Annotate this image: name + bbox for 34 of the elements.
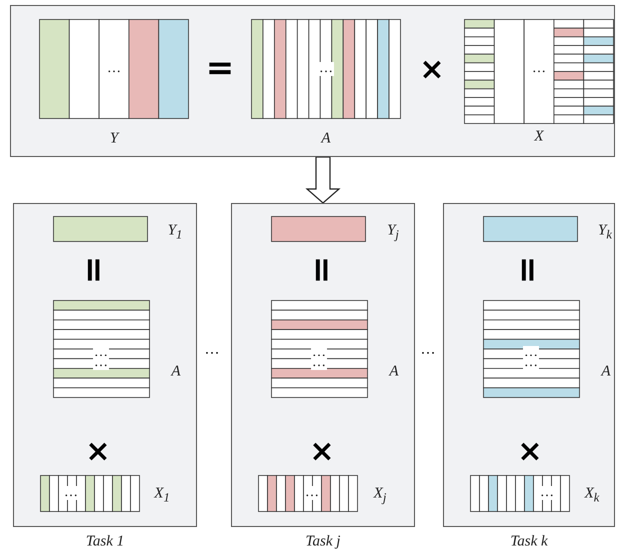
equals-sign: = [305,256,339,284]
ellipsis: … [311,356,327,370]
matrix-label: A [601,364,611,380]
ellipsis: … [539,486,555,500]
equals-sign: = [77,256,111,284]
matrix-label: X$_{k}$ [584,486,600,504]
matrix-label: Y$_{k}$ [598,223,612,241]
ellipsis: … [93,356,109,370]
times-sign: × [85,437,111,467]
matrix-label: Y [110,132,118,146]
matrix-label: X [534,130,544,144]
ellipsis: … [304,486,320,500]
panel-background [10,5,615,157]
panel-title: Task 1 [86,534,124,550]
matrix-label: A [321,132,331,146]
matrix-label: A [171,364,181,380]
block-arrow [305,156,341,204]
ellipsis: … [523,356,539,370]
matrix-label: X$_{1}$ [154,486,170,504]
times-sign: × [517,437,543,467]
panel-title: Task k [510,534,548,550]
ellipsis: … [204,342,220,358]
ellipsis: … [318,62,334,76]
times-sign: × [309,437,335,467]
matrix-label: Y$_{1}$ [168,223,182,241]
equals-sign: = [511,256,545,284]
times-sign: × [419,55,445,85]
equals-sign: = [206,51,234,85]
panel-title: Task j [306,534,340,550]
matrix-label: Y$_{j}$ [387,223,399,241]
ellipsis: … [63,486,79,500]
matrix-label: X$_{j}$ [374,486,386,504]
matrix-label: A [389,364,399,380]
ellipsis: … [420,342,436,358]
